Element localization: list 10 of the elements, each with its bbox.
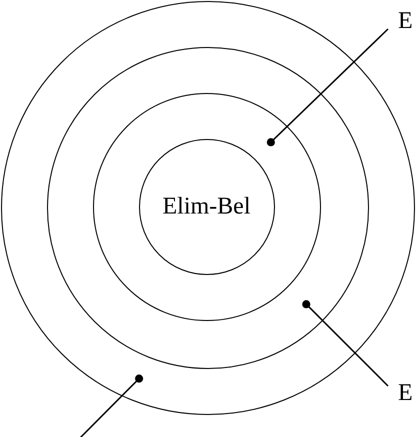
inner-circle	[138, 138, 274, 274]
callout-label: E	[398, 380, 413, 406]
center-label: Elim-Bel	[162, 193, 250, 220]
ring-circle	[1, 1, 415, 415]
leader-line	[302, 300, 389, 387]
callout-label: E	[398, 8, 413, 34]
leader-line	[77, 374, 144, 437]
ring-circle	[93, 93, 321, 321]
ring-circle	[46, 46, 368, 368]
leader-line	[266, 28, 389, 146]
